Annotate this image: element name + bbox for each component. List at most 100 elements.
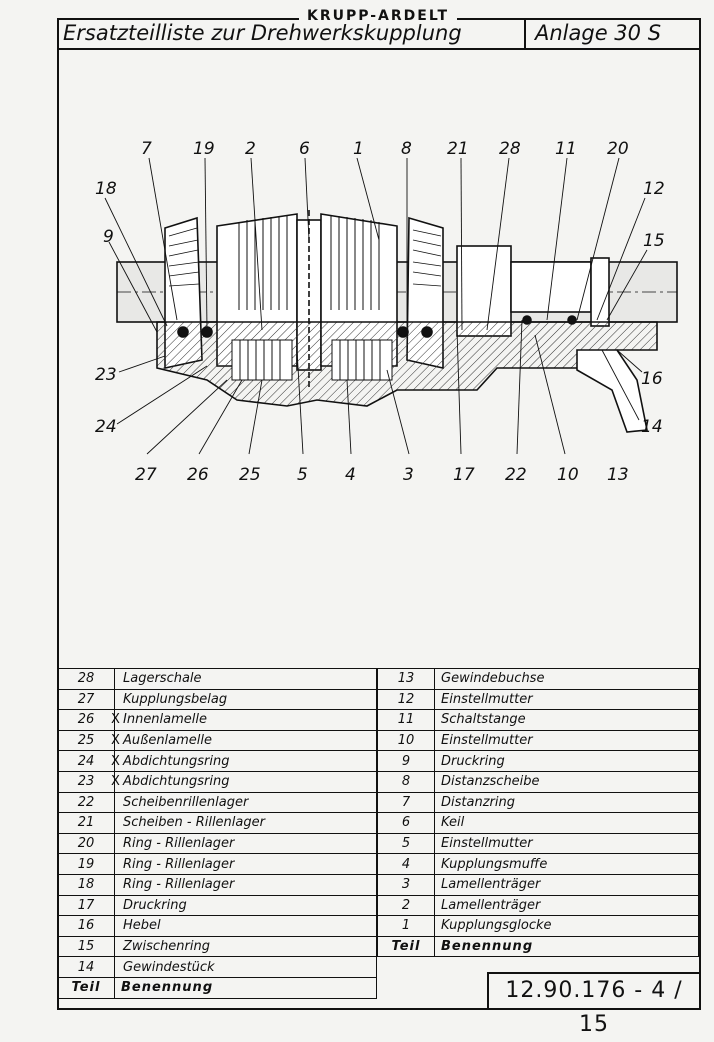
- wear-part-mark: X: [111, 712, 120, 728]
- part-number: 3: [377, 873, 435, 896]
- part-number: 16: [57, 915, 115, 937]
- part-name: Kupplungsbelag: [123, 691, 228, 707]
- part-name: Lamellenträger: [441, 897, 541, 913]
- part-name-cell: Scheibenrillenlager: [114, 791, 377, 814]
- part-name: Einstellmutter: [441, 836, 533, 852]
- part-number: 14: [57, 956, 115, 978]
- callout-left-3: 23: [95, 365, 117, 385]
- part-name: Abdichtungsring: [123, 774, 230, 790]
- part-name-cell: Ring - Rillenlager: [114, 832, 377, 855]
- part-name-cell: Lagerschale: [114, 668, 377, 690]
- part-number: 13: [377, 668, 435, 690]
- part-name: Einstellmutter: [441, 691, 533, 707]
- part-name: Abdichtungsring: [123, 753, 230, 769]
- part-name: Kupplungsglocke: [441, 918, 552, 934]
- part-name: Druckring: [123, 897, 187, 913]
- part-name: Ring - Rillenlager: [123, 836, 235, 852]
- wear-part-mark: X: [111, 753, 120, 769]
- part-name-cell: Gewindestück: [114, 956, 377, 978]
- callout-top-1: 7: [141, 139, 152, 159]
- part-name: Innenlamelle: [123, 712, 208, 728]
- drawing-sheet: Ersatzteilliste zur Drehwerkskupplung An…: [57, 8, 701, 1037]
- part-number: 18: [57, 873, 115, 896]
- callout-bottom-5: 4: [345, 465, 356, 485]
- part-number: 25: [57, 729, 115, 752]
- wear-part-mark: X: [111, 733, 120, 749]
- part-name-cell: Distanzscheibe: [434, 770, 699, 793]
- annex-label: Anlage 30 S: [535, 21, 662, 45]
- part-name: Lagerschale: [123, 671, 202, 687]
- callout-bottom-4: 5: [297, 465, 308, 485]
- document-number: 12.90.176 - 4 / 15: [487, 972, 699, 1037]
- part-name-cell: Lamellenträger: [434, 894, 699, 917]
- leader-lines: [104, 157, 648, 455]
- column-header-part: Teil: [57, 976, 115, 999]
- part-name-cell: Einstellmutter: [434, 688, 699, 711]
- callout-right-3: 16: [641, 369, 663, 389]
- part-name: Keil: [441, 815, 465, 831]
- part-name-cell: Kupplungsmuffe: [434, 853, 699, 875]
- part-name-cell: Druckring: [434, 750, 699, 772]
- part-name-cell: Scheiben - Rillenlager: [114, 812, 377, 834]
- assembly-outline: [116, 210, 678, 433]
- part-number: 21: [57, 812, 115, 834]
- part-name: Außenlamelle: [123, 733, 213, 749]
- table-row: 20 Ring - Rillenlager: [57, 832, 377, 855]
- callout-bottom-1: 27: [135, 465, 157, 485]
- part-name-cell: Keil: [434, 812, 699, 834]
- callout-bottom-2: 26: [187, 465, 209, 485]
- lever: [576, 349, 648, 433]
- part-name: Gewindestück: [123, 959, 215, 975]
- callout-left-4: 24: [95, 417, 117, 437]
- part-name: Hebel: [123, 918, 161, 934]
- callout-bottom-10: 13: [607, 465, 629, 485]
- part-name: Schaltstange: [441, 712, 526, 728]
- part-name-cell: Ring - Rillenlager: [114, 873, 377, 896]
- callout-bottom-6: 3: [403, 465, 414, 485]
- title-block: Ersatzteilliste zur Drehwerkskupplung An…: [57, 18, 699, 50]
- part-name: Scheibenrillenlager: [123, 794, 249, 810]
- part-number: 23: [57, 770, 115, 793]
- callout-top-8: 28: [499, 139, 521, 159]
- part-name-cell: Ring - Rillenlager: [114, 853, 377, 875]
- part-name: Ring - Rillenlager: [123, 856, 235, 872]
- part-name-cell: Lamellenträger: [434, 873, 699, 896]
- callout-top-6: 8: [401, 139, 412, 159]
- part-name: Distanzring: [441, 794, 515, 810]
- callout-bottom-3: 25: [239, 465, 261, 485]
- part-number: 28: [57, 668, 115, 690]
- callout-right-2: 15: [643, 231, 665, 251]
- column-header-name: Benennung: [114, 976, 377, 999]
- part-number: 20: [57, 832, 115, 855]
- part-name-cell: Hebel: [114, 915, 377, 937]
- callout-top-3: 2: [245, 139, 256, 159]
- part-name-cell: Kupplungsglocke: [434, 915, 699, 937]
- part-number: 1: [377, 915, 435, 937]
- part-name: Ring - Rillenlager: [123, 877, 235, 893]
- callout-top-10: 20: [607, 139, 629, 159]
- part-name-cell: Einstellmutter: [434, 832, 699, 855]
- part-name: Distanzscheibe: [441, 774, 540, 790]
- part-number: 19: [57, 853, 115, 875]
- part-name-cell: Druckring: [114, 894, 377, 917]
- table-row: 18 Ring - Rillenlager: [57, 873, 377, 896]
- table-row: 1 Kupplungsglocke: [377, 915, 699, 937]
- table-row: 14 Gewindestück: [57, 956, 377, 978]
- callout-left-2: 9: [103, 227, 114, 247]
- table-row: 16 Hebel: [57, 915, 377, 937]
